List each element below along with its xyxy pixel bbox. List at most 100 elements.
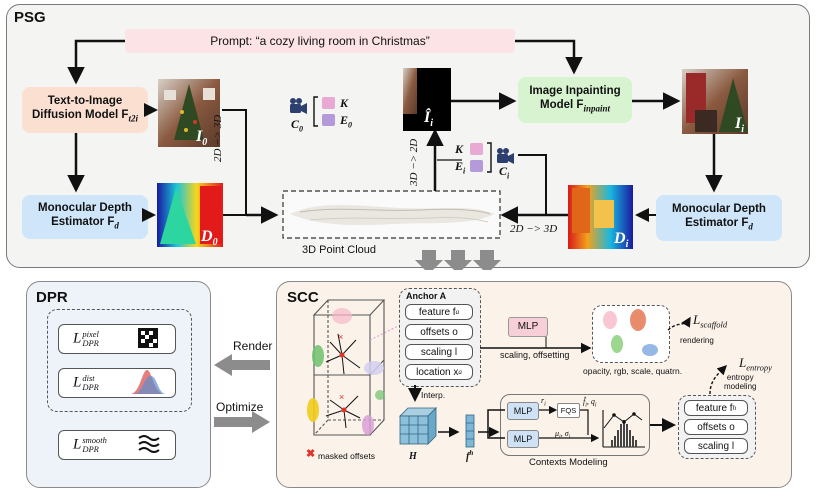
- render-arrow: [214, 354, 270, 376]
- label-Di-sub: i: [625, 239, 629, 251]
- optimize-arrow: [214, 411, 270, 433]
- pixel-grid-icon: [138, 328, 158, 348]
- down-arrows: [415, 250, 501, 270]
- f-hat: f̂: [583, 397, 586, 406]
- svg-text:×: ×: [339, 392, 344, 402]
- loss-smooth-sup: smooth: [82, 435, 107, 445]
- fqs: FQS: [560, 405, 577, 415]
- mlp-b-box: MLP: [507, 430, 539, 448]
- dpr-title: DPR: [36, 289, 68, 306]
- inpaint-line2: Model F: [540, 99, 584, 112]
- loss-dist: L: [73, 374, 82, 391]
- label-D0-sub: 0: [212, 237, 218, 249]
- arrow-3d-2d: 3D −> 2D: [408, 138, 420, 186]
- output-row-2: scaling l: [684, 438, 748, 454]
- image-I-hat-i: [403, 68, 451, 131]
- svg-text:×: ×: [338, 332, 343, 342]
- q-i: q: [590, 397, 595, 406]
- mlp-top-box: MLP: [508, 317, 548, 337]
- depth-right-line2: Estimator F: [685, 217, 749, 230]
- E-block-mid: [470, 160, 483, 172]
- K-left: K: [340, 96, 349, 110]
- cam-Ci-sub: i: [507, 171, 510, 181]
- loss-smooth-sub: DPR: [82, 444, 99, 454]
- image-I-i: [682, 69, 748, 134]
- probability-chart-icon: [602, 410, 645, 448]
- inpainting-model-box: Image Inpainting Model Finpaint: [518, 77, 632, 123]
- K-block-mid: [470, 143, 483, 155]
- t2i-line2: Diffusion Model F: [32, 109, 129, 122]
- image-I0: [158, 79, 220, 147]
- mlp-b: MLP: [513, 434, 533, 444]
- point-cloud-label: 3D Point Cloud: [302, 244, 376, 256]
- entropy-modeling-2: modeling: [724, 382, 757, 391]
- optimize-label: Optimize: [216, 400, 264, 414]
- fh-column-icon: [465, 414, 475, 448]
- dpr-icons: [130, 328, 270, 453]
- E-block-left: [322, 114, 335, 126]
- inpaint-line1: Image Inpainting: [529, 85, 621, 98]
- depth-map-D-i: [568, 185, 633, 249]
- E-left-sub: 0: [348, 120, 353, 130]
- label-I-hat: Î: [424, 109, 431, 126]
- label-I-hat-sub: i: [430, 118, 434, 130]
- arrow-2d-3d-right: 2D −> 3D: [510, 223, 558, 235]
- psg-title: PSG: [14, 9, 46, 26]
- cam-C0: C: [291, 117, 300, 131]
- mlp-a: MLP: [513, 406, 533, 416]
- loss-dist-sub: DPR: [82, 382, 99, 392]
- depth-right-line1: Monocular Depth: [672, 203, 766, 216]
- depth-left-sub: d: [114, 220, 119, 231]
- contexts-modeling-label: Contexts Modeling: [529, 457, 608, 468]
- prompt-box: Prompt: “a cozy living room in Christmas…: [125, 29, 515, 53]
- depth-right-sub: d: [748, 221, 753, 232]
- contexts-modeling-box: [500, 394, 650, 456]
- camera-Ci-icon: [497, 148, 514, 164]
- depth-left-line1: Monocular Depth: [38, 202, 132, 215]
- scc-diagram: × × ✖: [306, 299, 727, 460]
- hash-grid-icon: [399, 407, 437, 445]
- label-Di: D: [614, 230, 626, 247]
- loss-dist-sup: dist: [82, 373, 95, 383]
- offset-lines: [325, 333, 361, 429]
- depth-left-line2: Estimator F: [51, 216, 115, 229]
- gaussian-attr-caption: opacity, rgb, scale, quatrn.: [583, 366, 683, 376]
- loss-pixel-sub: DPR: [82, 338, 99, 348]
- loss-scaffold-sub: scaffold: [700, 319, 728, 330]
- camera-C0-icon: [290, 98, 307, 114]
- hash-label: H: [409, 451, 417, 462]
- output-row-label: scaling l: [697, 440, 735, 452]
- loss-smooth: L: [73, 436, 82, 453]
- arrow-2d-3d-left: 2D −> 3D: [212, 114, 224, 162]
- anchor-row-label: offsets o: [420, 326, 458, 338]
- loss-pixel: L: [73, 330, 82, 347]
- scc-title: SCC: [287, 289, 319, 306]
- anchor-row-1: offsets o: [405, 324, 473, 340]
- interp-label: Interp.: [421, 390, 446, 400]
- t2i-box: Text-to-Image Diffusion Model Ft2i: [22, 87, 148, 133]
- point-cloud: [290, 205, 495, 225]
- svg-text:✖: ✖: [306, 448, 315, 460]
- loss-pixel-sup: pixel: [82, 329, 99, 339]
- depth-estimator-right: Monocular Depth Estimator Fd: [656, 195, 782, 241]
- anchor-row-label: location x: [416, 366, 459, 378]
- masked-offsets-label: masked offsets: [318, 451, 376, 461]
- label-Ii: I: [735, 115, 742, 132]
- loss-entropy: L: [739, 355, 747, 370]
- render-label: Render: [233, 339, 273, 353]
- E-mid: E: [455, 159, 464, 173]
- label-D0: D: [201, 228, 213, 245]
- E-mid-sub: i: [463, 166, 466, 176]
- anchor-title: Anchor A: [406, 291, 447, 301]
- fh-label: f: [466, 451, 470, 463]
- mu-sigma: μ: [555, 429, 560, 438]
- smooth-wave-icon: [138, 435, 160, 453]
- cam-Ci: C: [499, 164, 508, 178]
- r-i: r: [541, 396, 545, 405]
- output-row-label: offsets o: [697, 421, 735, 433]
- output-row-label: feature f: [695, 402, 733, 414]
- label-Ii-sub: i: [741, 124, 745, 136]
